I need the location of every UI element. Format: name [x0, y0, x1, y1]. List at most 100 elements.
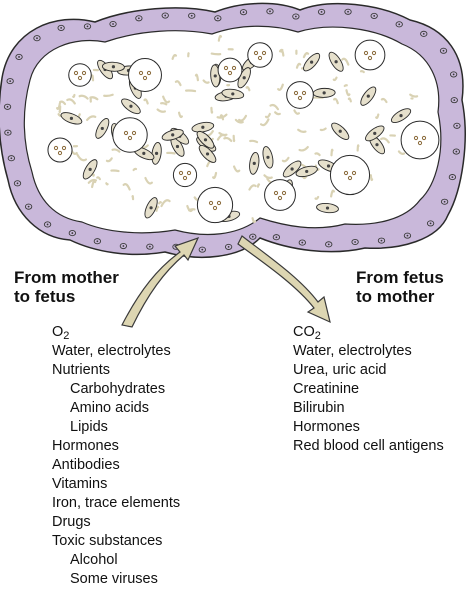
trophoblast-nucleus [443, 200, 446, 203]
trophoblast-cell [13, 180, 22, 187]
fiber [105, 157, 113, 163]
blood-cell [227, 70, 233, 76]
trophoblast-nucleus [251, 235, 254, 238]
fiber [103, 93, 114, 97]
trophoblast-nucleus [373, 15, 376, 17]
cell-nucleus [290, 167, 294, 171]
cell-nucleus [242, 76, 246, 80]
cell-nucleus [205, 152, 210, 156]
trophoblast-nucleus [36, 37, 38, 40]
trophoblast-cell [33, 35, 41, 42]
trophoblast-nucleus [6, 105, 9, 108]
left-list-item: Vitamins [52, 476, 108, 492]
fiber [343, 84, 348, 88]
fiber [409, 93, 419, 98]
trophoblast-cell [24, 203, 33, 210]
cell-nucleus [338, 129, 342, 133]
fiber [174, 80, 182, 87]
blood-cell [277, 195, 283, 201]
trophoblast-cell [344, 8, 352, 15]
left-list-item: Amino acids [70, 400, 149, 416]
blood-cell [367, 55, 373, 61]
trophoblast-cell [57, 24, 65, 31]
trophoblast-cell [272, 234, 281, 241]
heading-mother-to-fetus: From mother to fetus [14, 268, 119, 306]
cell-nucleus [129, 104, 133, 108]
trophoblast-nucleus [452, 73, 455, 76]
blood-cell [281, 190, 287, 196]
trophoblast-nucleus [456, 124, 458, 127]
trophoblast-cell [450, 97, 458, 104]
cell-nucleus [322, 91, 326, 95]
fiber [295, 62, 302, 69]
fiber [186, 204, 194, 213]
capillary [217, 57, 243, 83]
fiber [171, 54, 178, 60]
arrow-mother-to-fetus [121, 236, 200, 328]
fiber [184, 89, 197, 93]
cell-nucleus [111, 65, 116, 69]
fiber [397, 150, 406, 155]
fiber [66, 98, 76, 105]
cell-nucleus [142, 151, 146, 156]
trophoblast-nucleus [269, 10, 271, 13]
trophoblast-nucleus [86, 25, 89, 28]
trophoblast-cell [420, 30, 428, 37]
trophoblast-cell [109, 20, 117, 28]
fiber [72, 93, 76, 99]
trophoblast-nucleus [398, 23, 401, 26]
fiber [177, 111, 183, 119]
left-list-item: Water, electrolytes [52, 343, 171, 359]
blood-cell [413, 135, 419, 141]
trophoblast-cell [4, 129, 12, 136]
trophoblast-cell [15, 53, 23, 60]
fiber [369, 174, 374, 182]
left-list-item: Antibodies [52, 457, 120, 473]
left-list-item: Hormones [52, 438, 119, 454]
trophoblast-nucleus [354, 241, 357, 243]
trophoblast-nucleus [112, 23, 114, 25]
capillary [172, 162, 198, 188]
fiber [380, 97, 388, 104]
trophoblast-cell [83, 23, 92, 30]
trophoblast-cell [93, 238, 102, 245]
trophoblast-nucleus [60, 27, 63, 29]
fiber [210, 106, 214, 114]
capillary [400, 120, 440, 160]
cell-nucleus [252, 161, 256, 165]
fiber [156, 108, 166, 113]
blood-cell [363, 50, 369, 56]
fiber [219, 114, 225, 121]
blood-cell [253, 50, 259, 56]
blood-cell [142, 75, 148, 81]
trophoblast-nucleus [242, 11, 245, 14]
fiber [58, 105, 62, 114]
trophoblast-cell [239, 9, 248, 16]
fiber [249, 139, 259, 144]
blood-cell [53, 145, 59, 151]
blood-cell [257, 55, 263, 61]
trophoblast-cell [119, 242, 128, 250]
blood-cell [347, 175, 353, 181]
capillary [128, 58, 162, 92]
fiber [264, 112, 271, 119]
blood-cell [297, 95, 303, 101]
trophoblast-nucleus [16, 182, 19, 185]
capillary [354, 39, 386, 71]
trophoblast-nucleus [429, 222, 432, 225]
trophoblast-cell [298, 239, 306, 246]
fiber [162, 95, 171, 104]
blood-cell [81, 70, 87, 76]
cell-nucleus [375, 143, 379, 147]
cell-nucleus [373, 131, 377, 135]
fiber [277, 83, 284, 91]
capillary [112, 117, 148, 153]
trophoblast-nucleus [190, 14, 193, 17]
fiber [375, 113, 380, 120]
fiber [105, 182, 109, 186]
cell-nucleus [175, 144, 180, 149]
blood-cell [261, 50, 267, 56]
fiber [87, 178, 98, 184]
fiber [330, 148, 334, 157]
